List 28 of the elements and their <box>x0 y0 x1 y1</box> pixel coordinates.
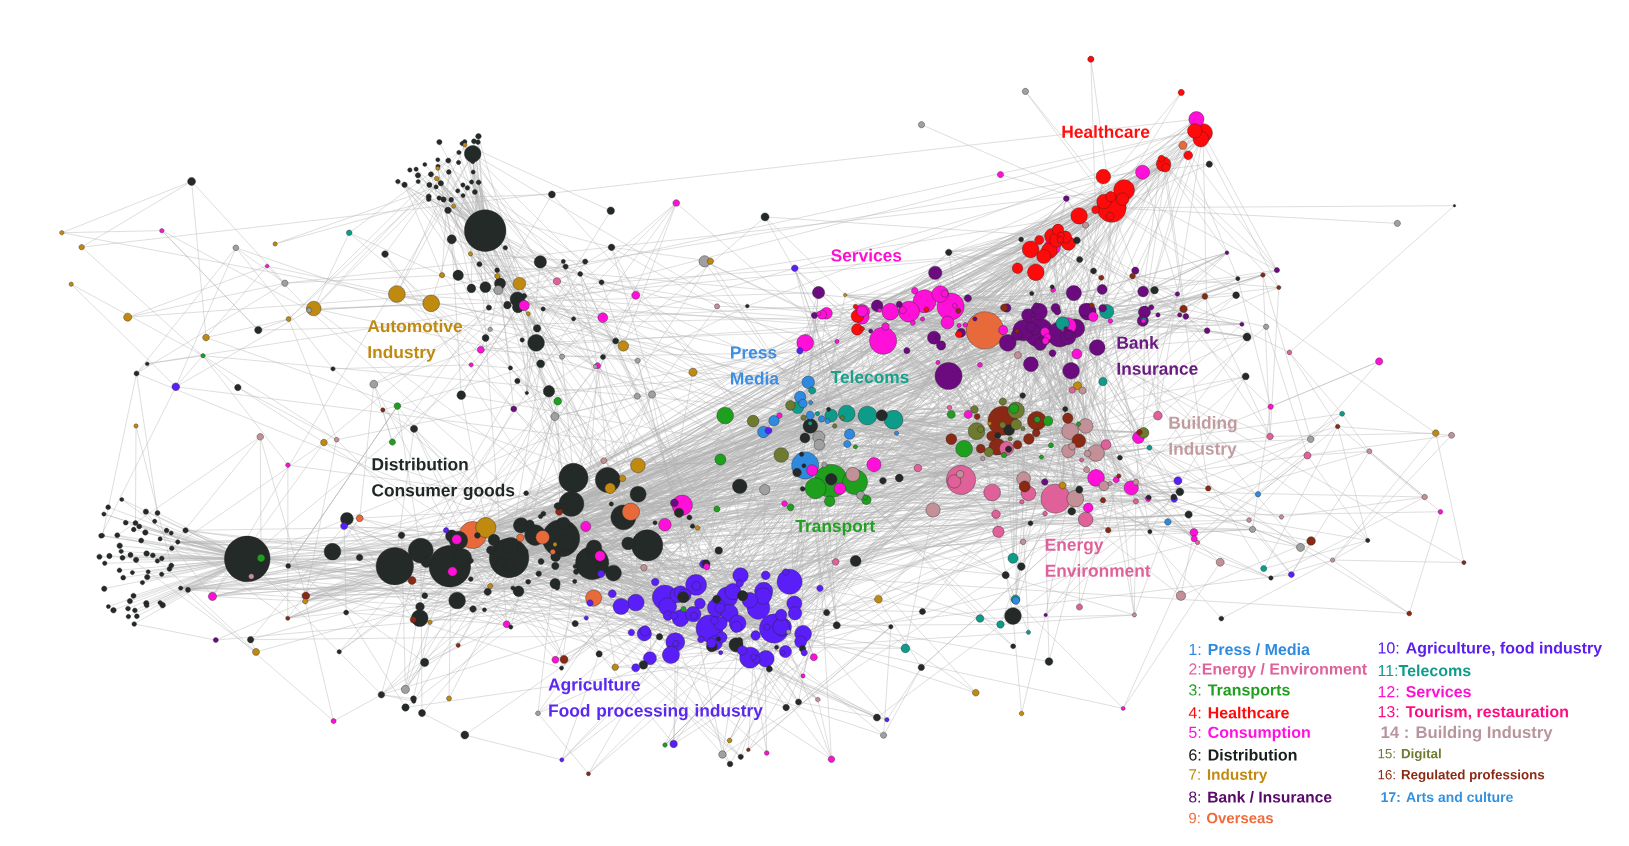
legend-entry: 15: Digital <box>1378 748 1441 762</box>
legend-entry: 8: Bank / Insurance <box>1189 791 1332 803</box>
cluster-label: Energy Environment <box>1045 538 1151 577</box>
cluster-label: Automotive Industry <box>367 319 463 362</box>
legend-entry: 14 : Building Industry <box>1381 726 1553 742</box>
cluster-label: Distribution Consumer goods <box>372 457 515 501</box>
legend-entry: 13: Tourism, restauration <box>1378 705 1568 720</box>
cluster-label: Building Industry <box>1169 416 1237 459</box>
legend-entry: 4: Healthcare <box>1188 706 1289 719</box>
legend-entry: 2:Energy / Environment <box>1189 663 1367 679</box>
cluster-label: Agriculture Food processing industry <box>548 678 763 721</box>
legend-entry: 10: Agriculture, food industry <box>1378 642 1602 657</box>
legend-entry: 6: Distribution <box>1189 749 1297 761</box>
legend-entry: 3: Transports <box>1189 684 1290 699</box>
cluster-label: Services <box>831 249 902 262</box>
cluster-label: Transport <box>795 520 876 536</box>
legend-entry: 1: Press / Media <box>1189 643 1311 656</box>
legend-entry: 9: Overseas <box>1189 812 1274 824</box>
legend-entry: 16: Regulated professions <box>1378 769 1545 783</box>
legend-entry: 12: Services <box>1378 685 1471 698</box>
legend-entry: 11:Telecoms <box>1378 664 1471 677</box>
legend-entry: 7: Industry <box>1189 768 1268 784</box>
legend-entry: 17: Arts and culture <box>1381 792 1513 803</box>
cluster-label: Telecoms <box>830 370 909 384</box>
cluster-label: Press Media <box>731 346 780 385</box>
cluster-label: Bank Insurance <box>1117 336 1198 376</box>
cluster-label: Healthcare <box>1062 125 1150 139</box>
legend-entry: 5: Consumption <box>1189 726 1310 742</box>
